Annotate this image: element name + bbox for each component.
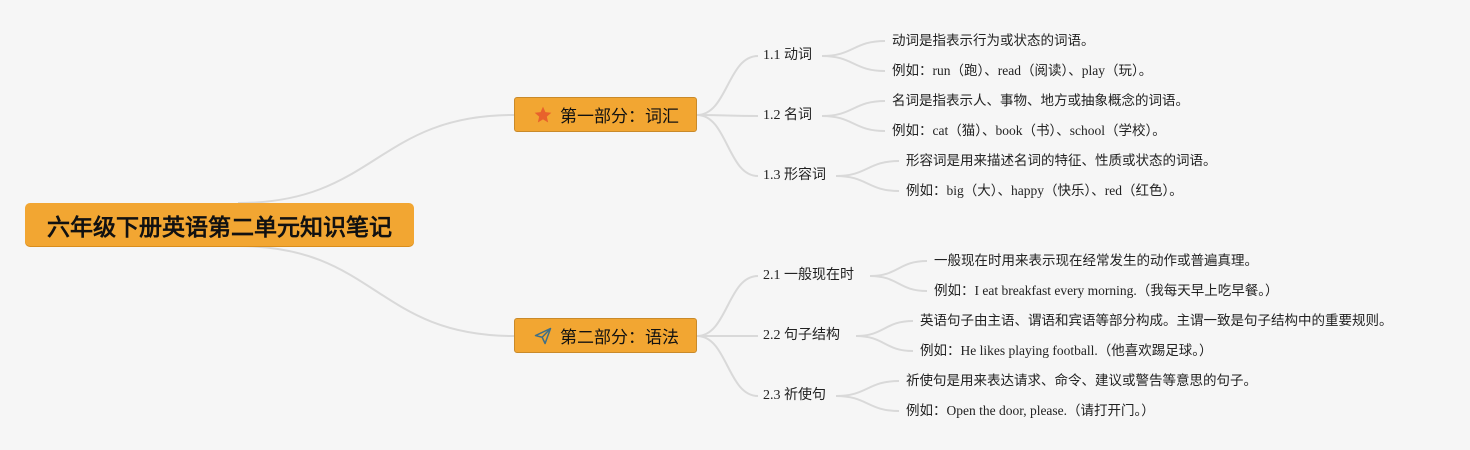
leaf-node[interactable]: 动词是指表示行为或状态的词语。	[892, 33, 1095, 48]
connector-sub-leaf	[835, 380, 900, 397]
subnode-sentence-structure[interactable]: 2.2 句子结构	[763, 328, 840, 343]
connector-root-branch	[237, 114, 515, 204]
leaf-node[interactable]: 名词是指表示人、事物、地方或抽象概念的词语。	[892, 93, 1189, 108]
connector-sub-leaf	[835, 160, 900, 177]
connector-sub-leaf	[821, 115, 886, 132]
connector-root-branch	[237, 245, 515, 337]
connector-sub-leaf	[869, 260, 928, 277]
connector-sub-leaf	[821, 55, 886, 72]
connector-branch-sub	[696, 114, 759, 117]
leaf-node[interactable]: 形容词是用来描述名词的特征、性质或状态的词语。	[906, 153, 1217, 168]
paper-plane-icon	[532, 325, 554, 347]
connector-branch-sub	[696, 275, 759, 337]
subnode-imperative[interactable]: 2.3 祈使句	[763, 388, 826, 403]
connector-sub-leaf	[869, 275, 928, 292]
connector-sub-leaf	[855, 335, 914, 352]
leaf-node[interactable]: 例如：I eat breakfast every morning.（我每天早上吃…	[934, 283, 1279, 298]
connector-branch-sub	[696, 335, 759, 397]
leaf-node[interactable]: 例如：Open the door, please.（请打开门。）	[906, 403, 1155, 418]
leaf-node[interactable]: 祈使句是用来表达请求、命令、建议或警告等意思的句子。	[906, 373, 1257, 388]
subnode-noun[interactable]: 1.2 名词	[763, 108, 812, 123]
connector-sub-leaf	[835, 175, 900, 192]
subnode-adjective[interactable]: 1.3 形容词	[763, 168, 826, 183]
connector-sub-leaf	[835, 395, 900, 412]
branch-node-grammar[interactable]: 第二部分：语法	[514, 318, 697, 353]
leaf-node[interactable]: 例如：run（跑）、read（阅读）、play（玩）。	[892, 63, 1153, 78]
connector-branch-sub	[696, 114, 759, 177]
branch-label: 第一部分：词汇	[560, 107, 679, 127]
root-node[interactable]: 六年级下册英语第二单元知识笔记	[25, 203, 414, 246]
root-node-label: 六年级下册英语第二单元知识笔记	[47, 214, 392, 241]
connector-sub-leaf	[855, 320, 914, 337]
connector-sub-leaf	[821, 100, 886, 117]
leaf-node[interactable]: 英语句子由主语、谓语和宾语等部分构成。主谓一致是句子结构中的重要规则。	[920, 313, 1393, 328]
star-icon	[532, 104, 554, 126]
subnode-simple-present[interactable]: 2.1 一般现在时	[763, 268, 854, 283]
branch-node-vocabulary[interactable]: 第一部分：词汇	[514, 97, 697, 132]
connector-sub-leaf	[821, 40, 886, 57]
leaf-node[interactable]: 例如：He likes playing football.（他喜欢踢足球。）	[920, 343, 1213, 358]
subnode-verb[interactable]: 1.1 动词	[763, 48, 812, 63]
branch-label: 第二部分：语法	[560, 328, 679, 348]
connector-branch-sub	[696, 55, 759, 116]
leaf-node[interactable]: 例如：cat（猫）、book（书）、school（学校）。	[892, 123, 1166, 138]
leaf-node[interactable]: 一般现在时用来表示现在经常发生的动作或普遍真理。	[934, 253, 1258, 268]
leaf-node[interactable]: 例如：big（大）、happy（快乐）、red（红色）。	[906, 183, 1183, 198]
